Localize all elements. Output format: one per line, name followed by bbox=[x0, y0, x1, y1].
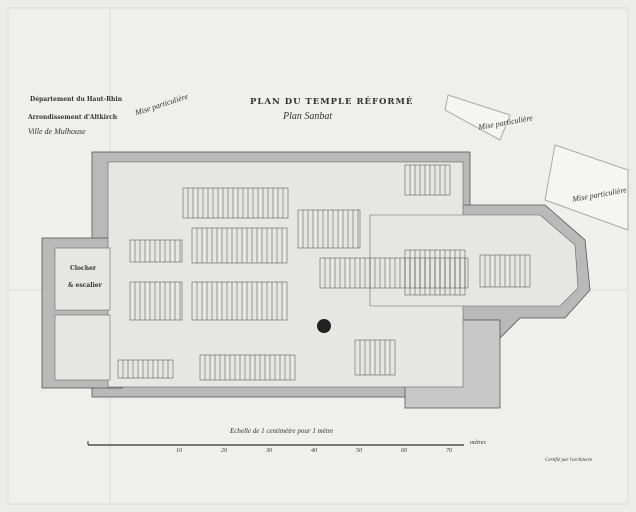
pew-block bbox=[129, 281, 183, 321]
department-label: Département du Haut-Rhin bbox=[30, 96, 123, 103]
spiral-staircase bbox=[317, 319, 331, 333]
tower-sublabel: & escalier bbox=[68, 282, 102, 289]
paper-flap bbox=[444, 94, 511, 141]
pew-block bbox=[199, 354, 296, 381]
pew-block bbox=[297, 209, 361, 249]
scale-tick-label: 30 bbox=[266, 448, 272, 454]
pew-block bbox=[182, 187, 289, 219]
footnote: Certifié par l'architecte bbox=[545, 458, 592, 463]
pews bbox=[117, 164, 531, 381]
scale-tick-label: 10 bbox=[176, 448, 182, 454]
plan-title: PLAN DU TEMPLE RÉFORMÉ bbox=[250, 97, 414, 107]
paper-flap bbox=[544, 144, 629, 231]
nave-floor bbox=[54, 161, 579, 388]
pew-block bbox=[404, 164, 451, 196]
scale-tick-label: 40 bbox=[311, 448, 317, 454]
pew-block bbox=[319, 257, 469, 289]
scale-tick-label: 60 bbox=[401, 448, 407, 454]
scale-unit: mètres bbox=[470, 440, 486, 446]
pew-block bbox=[129, 239, 183, 263]
scale-tick-label: 20 bbox=[221, 448, 227, 454]
scale-label: Echelle de 1 centimètre pour 1 mètre bbox=[230, 427, 334, 435]
scale-bar bbox=[87, 441, 464, 446]
arrondissement-label: Arrondissement d'Altkirch bbox=[28, 114, 118, 121]
pew-block bbox=[191, 227, 288, 264]
plan-subtitle: Plan Sanbat bbox=[283, 111, 333, 122]
tower-label: Clocher bbox=[70, 265, 97, 272]
pew-block bbox=[117, 359, 174, 379]
scale-tick-label: 50 bbox=[356, 448, 362, 454]
city-label: Ville de Mulhouse bbox=[28, 127, 86, 136]
scale-tick-label: 70 bbox=[446, 448, 452, 454]
pew-block bbox=[191, 281, 288, 321]
